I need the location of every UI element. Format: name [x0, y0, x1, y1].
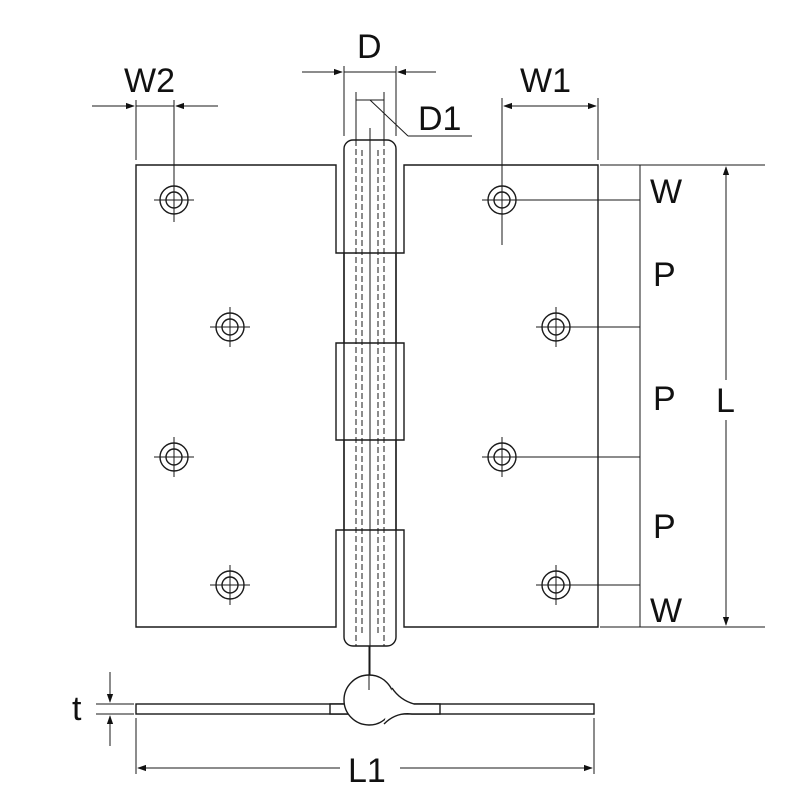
dimension-pitch-chain: W P P P W — [600, 164, 765, 630]
screw-hole-icon — [536, 307, 640, 347]
label-w2: W2 — [124, 62, 175, 100]
label-p-2: P — [653, 380, 676, 418]
label-l: L — [716, 382, 735, 420]
screw-hole-icon — [210, 565, 250, 605]
dimension-t: t — [72, 672, 134, 746]
right-leaf — [395, 164, 599, 628]
screw-hole-icon — [482, 437, 640, 477]
left-leaf — [135, 164, 345, 628]
screw-hole-icon — [536, 565, 640, 605]
label-w-bottom: W — [650, 592, 682, 630]
dimension-d: D — [302, 28, 436, 136]
hinge-side-view — [135, 646, 595, 726]
label-d1: D1 — [418, 100, 461, 138]
label-t: t — [72, 690, 82, 728]
screw-holes — [154, 180, 640, 605]
hinge-knuckle — [343, 128, 397, 680]
dimension-l1: L1 — [135, 718, 595, 790]
label-d: D — [357, 28, 382, 66]
dimension-w1: W1 — [501, 62, 599, 180]
label-w1: W1 — [520, 62, 571, 100]
label-p-3: P — [653, 508, 676, 546]
screw-hole-icon — [154, 180, 194, 222]
screw-hole-icon — [482, 180, 640, 245]
label-p-1: P — [653, 256, 676, 294]
screw-hole-icon — [154, 437, 194, 477]
dimension-d1: D1 — [355, 92, 472, 140]
screw-hole-icon — [210, 307, 250, 347]
dimension-l: L — [716, 166, 735, 626]
label-w-top: W — [650, 173, 682, 211]
label-l1: L1 — [348, 752, 386, 790]
dimension-w2: W2 — [92, 62, 218, 180]
